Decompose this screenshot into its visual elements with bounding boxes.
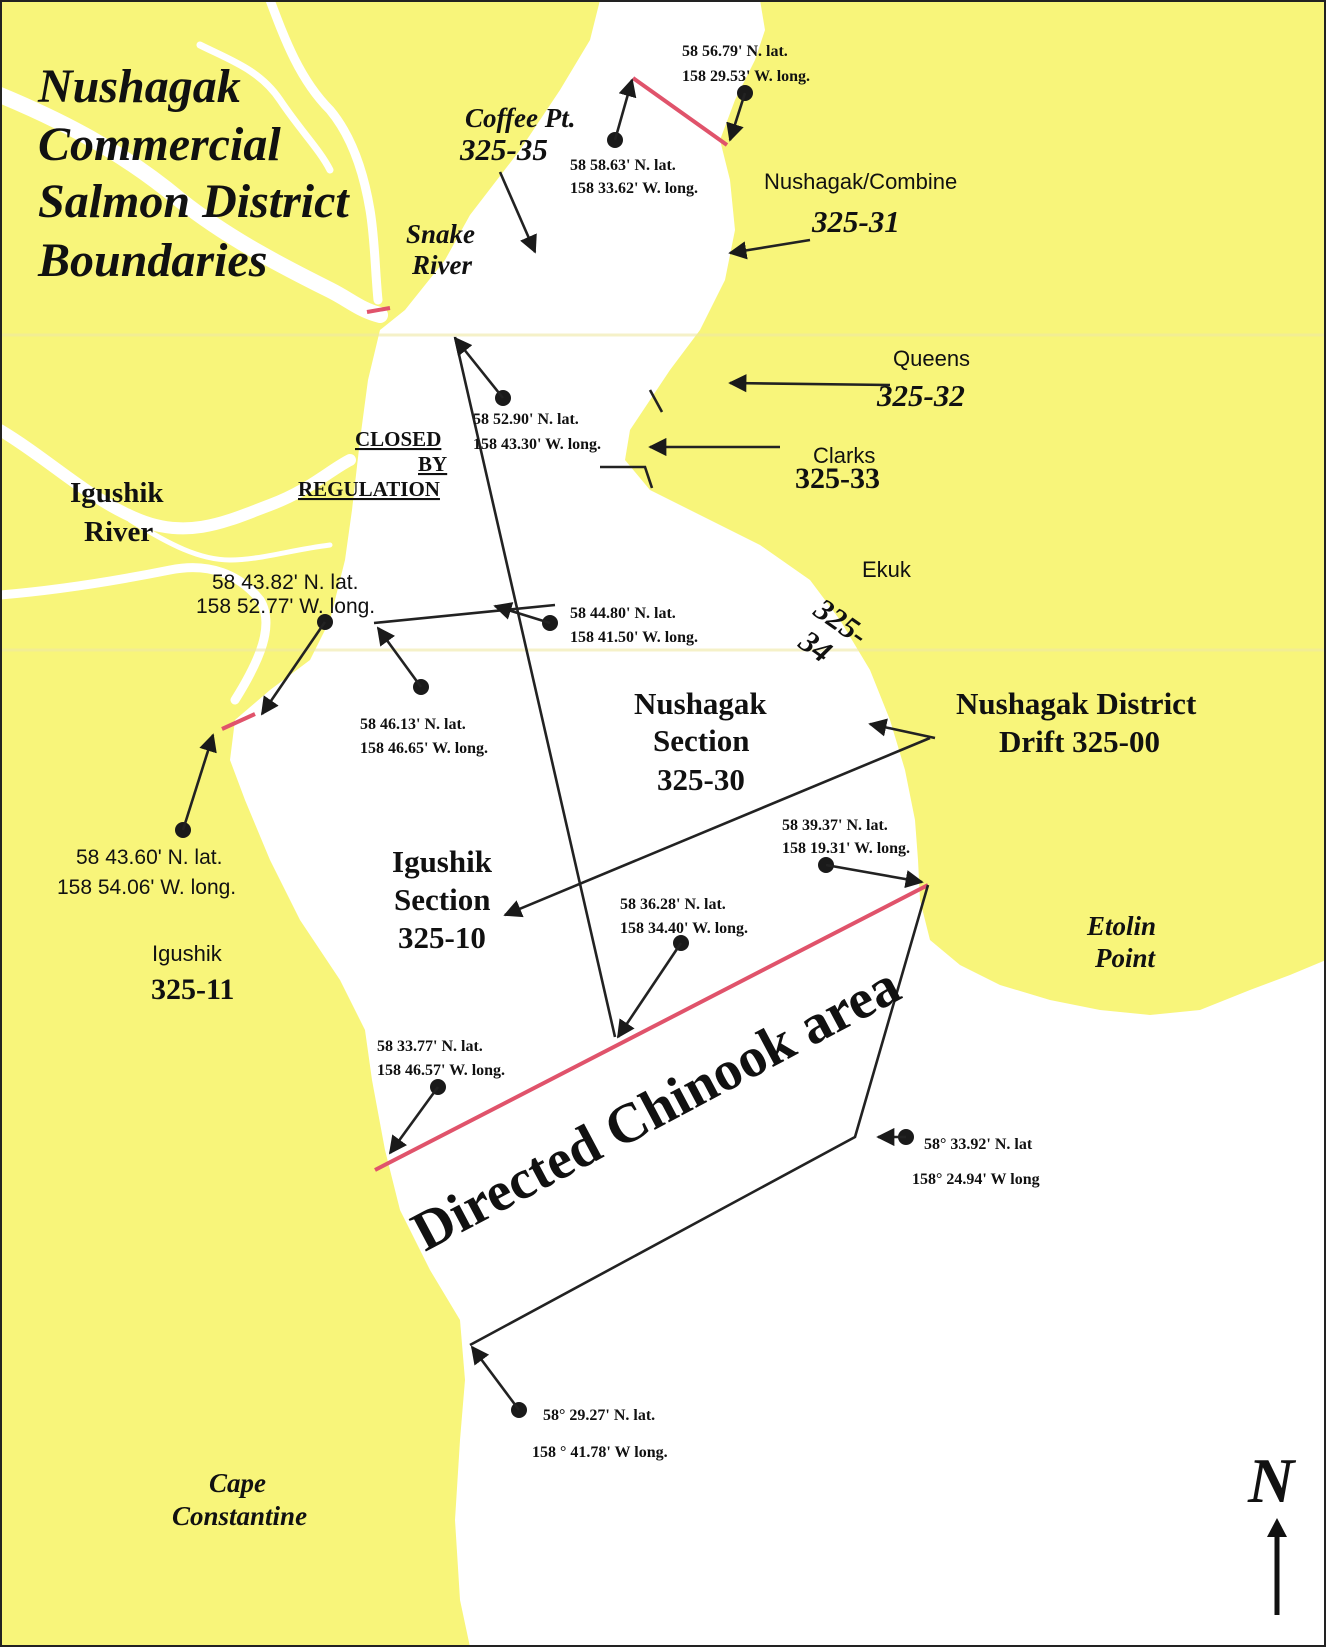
section-boundary-line	[453, 336, 617, 1038]
drift-pointer-line	[868, 718, 936, 740]
queens-label: Queens	[893, 346, 970, 371]
clarks-tick	[600, 465, 654, 489]
coffee-pt-label: Coffee Pt.	[465, 103, 575, 133]
west-landmass	[0, 0, 600, 1647]
snake-river-upper	[265, 0, 383, 305]
coord-long: 158° 24.94' W long	[912, 1171, 1040, 1188]
map-title-line4: Boundaries	[37, 234, 267, 287]
coord-lat: 58 58.63' N. lat.	[570, 157, 676, 174]
igushik-river-channel	[0, 424, 356, 535]
clarks-code: 325-33	[795, 462, 880, 495]
point-arrow	[726, 92, 747, 142]
red-boundary-north	[631, 76, 729, 147]
igushik-code: 325-11	[151, 973, 234, 1006]
chinook-area-boundary	[469, 884, 930, 1347]
igushik-section-boundary	[373, 603, 556, 625]
igushik-section-label-2: Section	[394, 882, 490, 917]
point-arrow	[613, 78, 637, 141]
nushagak-combine-arrow	[728, 238, 811, 260]
snake-river-label-2: River	[411, 250, 472, 280]
closed-label-2: BY	[418, 452, 447, 476]
clarks-tick	[648, 389, 664, 413]
east-landmass	[625, 0, 1326, 1015]
closed-label-3: REGULATION	[298, 477, 440, 501]
coord-lat: 58° 29.27' N. lat.	[543, 1407, 655, 1424]
map-title-line1: Nushagak	[37, 60, 241, 113]
nushagak-combine-label: Nushagak/Combine	[764, 169, 957, 194]
point-arrow	[616, 942, 683, 1039]
drift-pointer-line	[503, 736, 931, 918]
coord-lat: 58° 33.92' N. lat	[924, 1136, 1033, 1153]
point-arrow	[453, 336, 505, 399]
cape-constantine-label-2: Constantine	[172, 1501, 307, 1531]
igushik-section-label-1: Igushik	[392, 844, 493, 879]
coord-lat: 58 56.79' N. lat.	[682, 43, 788, 60]
coord-lat: 58 33.77' N. lat.	[377, 1038, 483, 1055]
cape-constantine-label-1: Cape	[209, 1468, 266, 1498]
red-boundary-snake	[366, 306, 391, 314]
coord-long: 158 34.40' W. long.	[620, 920, 748, 937]
etolin-point-label-1: Etolin	[1086, 911, 1156, 941]
coord-long: 158 41.50' W. long.	[570, 629, 698, 646]
snake-river-label-1: Snake	[406, 219, 475, 249]
snake-river-branch	[196, 41, 334, 174]
coord-long: 158 ° 41.78' W long.	[532, 1444, 668, 1461]
coord-long: 158 43.30' W. long.	[473, 436, 601, 453]
coord-lat: 58 36.28' N. lat.	[620, 896, 726, 913]
coffee-pt-arrow	[498, 171, 537, 254]
coord-long: 158 52.77' W. long.	[196, 595, 375, 618]
nushagak-section-label-2: Section	[653, 723, 749, 758]
coord-lat: 58 52.90' N. lat.	[473, 411, 579, 428]
coord-lat: 58 46.13' N. lat.	[360, 716, 466, 733]
closed-label-1: CLOSED	[355, 427, 441, 451]
north-tributary	[636, 0, 694, 64]
point-arrow	[470, 1345, 521, 1411]
coffee-pt-code: 325-35	[459, 132, 548, 167]
coord-lat: 58 44.80' N. lat.	[570, 605, 676, 622]
map-title-line2: Commercial	[38, 118, 281, 171]
point-arrow	[825, 863, 924, 889]
igushik-river-label-2: River	[84, 516, 153, 548]
point-arrow	[260, 621, 327, 716]
point-arrow	[181, 733, 217, 831]
north-label: N	[1247, 1445, 1297, 1516]
north-arrow-icon	[1267, 1518, 1287, 1537]
clarks-label: Clarks	[813, 443, 875, 468]
drift-label-2: Drift 325-00	[999, 724, 1160, 759]
igushik-river-lower	[0, 563, 271, 705]
point-arrow	[376, 626, 423, 688]
red-boundary-chinook	[374, 883, 929, 1172]
coord-long: 158 54.06' W. long.	[57, 876, 236, 899]
coord-lat: 58 39.37' N. lat.	[782, 817, 888, 834]
coord-lat: 58 43.60' N. lat.	[76, 846, 222, 869]
etolin-point-label-2: Point	[1094, 943, 1157, 973]
nushagak-section-code: 325-30	[657, 762, 745, 797]
queens-code: 325-32	[876, 378, 965, 413]
igushik-section-code: 325-10	[398, 920, 486, 955]
queens-arrow	[728, 374, 891, 393]
point-arrow	[388, 1086, 440, 1155]
drift-label-1: Nushagak District	[956, 686, 1197, 721]
coord-long: 158 29.53' W. long.	[682, 68, 810, 85]
igushik-river-label-1: Igushik	[70, 477, 164, 509]
igushik-label: Igushik	[152, 941, 223, 966]
point-arrow	[493, 602, 551, 625]
coord-long: 158 19.31' W. long.	[782, 840, 910, 857]
nushagak-section-label-1: Nushagak	[634, 686, 767, 721]
map-title-line3: Salmon District	[38, 175, 350, 228]
coord-long: 158 46.65' W. long.	[360, 740, 488, 757]
igushik-river-branch	[127, 517, 333, 563]
red-boundary-igushik	[221, 712, 256, 731]
coord-lat: 58 43.82' N. lat.	[212, 571, 358, 594]
coord-long: 158 33.62' W. long.	[570, 180, 698, 197]
nushagak-combine-code: 325-31	[811, 204, 900, 239]
snake-river-channel	[0, 87, 388, 323]
coord-long: 158 46.57' W. long.	[377, 1062, 505, 1079]
ekuk-label: Ekuk	[862, 557, 912, 582]
